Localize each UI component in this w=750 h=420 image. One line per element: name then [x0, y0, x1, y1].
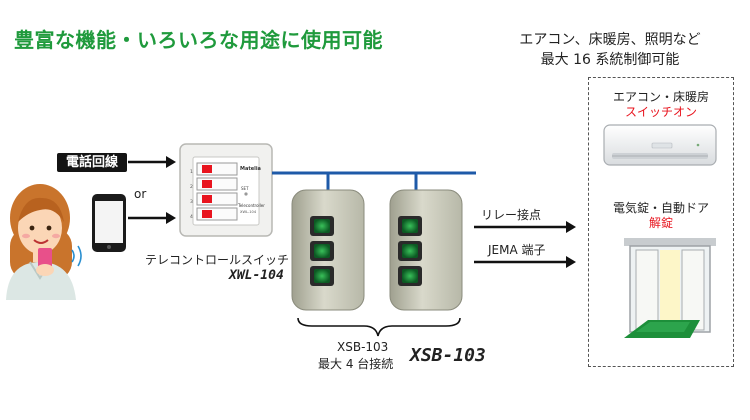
- switch-sub-model: XWL-104: [240, 210, 257, 214]
- lock-title: 電気錠・自動ドア: [612, 201, 709, 215]
- lock-action: 解錠: [648, 216, 673, 230]
- control-note-line-1: エアコン、床暖房、照明など: [519, 32, 701, 48]
- automatic-door: [624, 238, 716, 338]
- control-note: エアコン、床暖房、照明など 最大 16 系統制御可能: [495, 30, 725, 70]
- switch-number-2: 2: [190, 184, 193, 190]
- switch-model: XWL-104: [229, 268, 284, 283]
- expander-model: XSB-103: [337, 340, 389, 354]
- switch-set-label: SET: [241, 186, 249, 191]
- switch-caption: テレコントロールスイッチ: [145, 253, 290, 267]
- expander-note: 最大 4 台接続: [318, 357, 394, 371]
- switch-button-4: [196, 207, 238, 221]
- relay-arrow: [474, 221, 576, 233]
- telecontrol-switch: 1 2 3 4 Matelia SET Telecontroller XWL-1…: [179, 143, 273, 237]
- switch-button-1: [196, 162, 238, 176]
- user-illustration: [6, 184, 76, 300]
- switch-button-3: [196, 192, 238, 206]
- control-note-line-2: 最大 16 系統制御可能: [540, 52, 680, 68]
- jema-arrow: [474, 256, 576, 268]
- switch-brand: Matelia: [240, 166, 261, 172]
- switch-sub-brand: Telecontroller: [237, 203, 265, 208]
- expander-model-large: XSB-103: [410, 345, 486, 366]
- expander-box-2: [389, 189, 463, 311]
- signal-waves: [71, 245, 82, 267]
- aircon-action: スイッチオン: [624, 105, 697, 119]
- relay-label: リレー接点: [481, 208, 542, 222]
- control-bus: [272, 171, 476, 192]
- switch-number-3: 3: [190, 199, 193, 205]
- jema-label: JEMA 端子: [488, 243, 546, 257]
- switch-number-4: 4: [190, 214, 193, 220]
- switch-button-2: [196, 177, 238, 191]
- phone-line-arrow: [128, 156, 176, 168]
- aircon-unit: [603, 124, 717, 166]
- switch-number-1: 1: [190, 169, 193, 175]
- or-label: or: [134, 187, 147, 201]
- expander-box-1: [291, 189, 365, 311]
- smartphone-arrow: [128, 212, 176, 224]
- phone-line-label: 電話回線: [57, 153, 127, 172]
- smartphone-icon: [92, 194, 126, 252]
- aircon-title: エアコン・床暖房: [612, 90, 709, 104]
- headline: 豊富な機能・いろいろな用途に使用可能: [14, 28, 383, 52]
- device-panel: [588, 77, 734, 367]
- expander-brace: [297, 317, 461, 337]
